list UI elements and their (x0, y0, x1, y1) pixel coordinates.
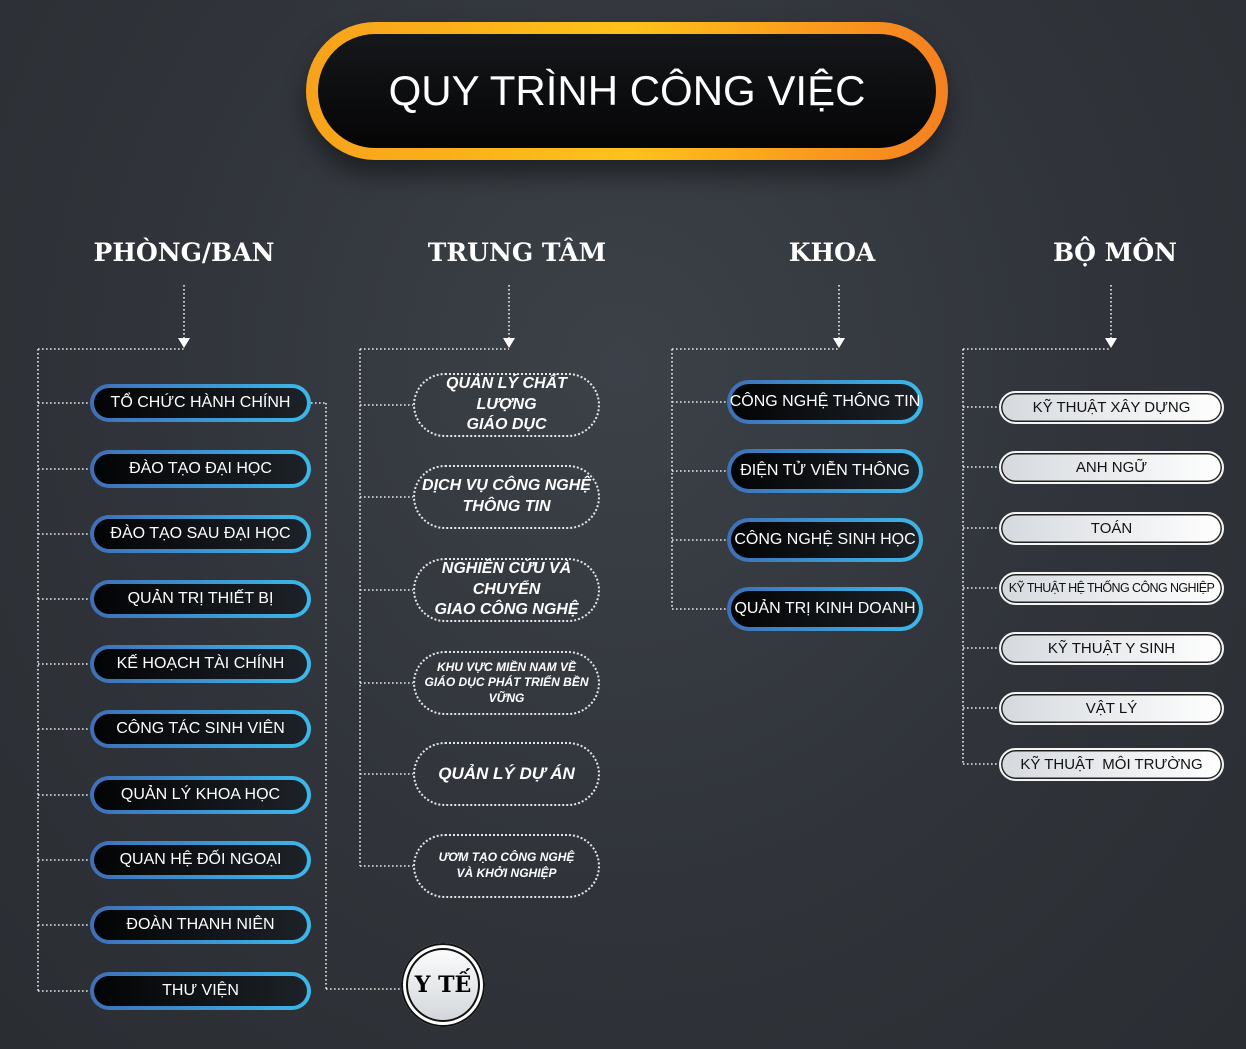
bo-mon-item[interactable]: ANH NGỮ (999, 450, 1224, 484)
phong-ban-item[interactable]: TỔ CHỨC HÀNH CHÍNH (90, 384, 311, 422)
trung-tam-item[interactable]: NGHIÊN CỨU VÀ CHUYỂN GIAO CÔNG NGHỆ (413, 558, 600, 622)
item-label: QUAN HỆ ĐỐI NGOẠI (94, 845, 307, 875)
item-label: KỸ THUẬT HỆ THỐNG CÔNG NGHIỆP (1008, 581, 1215, 595)
page-title: QUY TRÌNH CÔNG VIỆC (318, 34, 936, 148)
bo-mon-item[interactable]: KỸ THUẬT XÂY DỰNG (999, 390, 1224, 424)
trung-tam-item[interactable]: QUẢN LÝ DỰ ÁN (413, 742, 600, 806)
item-label-line: NGHIÊN CỨU VÀ CHUYỂN (441, 559, 572, 598)
arrow-down-icon (503, 338, 515, 348)
item-label: CÔNG NGHỆ SINH HỌC (731, 522, 919, 558)
item-label: KỸ THUẬT XÂY DỰNG (1032, 398, 1191, 416)
trung-tam-item[interactable]: QUẢN LÝ CHẤT LƯỢNG GIÁO DỤC (413, 373, 600, 437)
item-label-line: QUẢN LÝ DỰ ÁN (438, 763, 575, 783)
item-label: QUẢN TRỊ THIẾT BỊ (94, 584, 307, 614)
item-label: ĐIỆN TỬ VIỄN THÔNG (731, 453, 919, 489)
item-label: ĐÀO TẠO SAU ĐẠI HỌC (94, 519, 307, 549)
phong-ban-item[interactable]: QUẢN TRỊ THIẾT BỊ (90, 580, 311, 618)
phong-ban-item[interactable]: CÔNG TÁC SINH VIÊN (90, 710, 311, 748)
item-label: ĐÀO TẠO ĐẠI HỌC (94, 454, 307, 484)
item-label: VẬT LÝ (1085, 699, 1138, 717)
khoa-item[interactable]: ĐIỆN TỬ VIỄN THÔNG (727, 449, 923, 493)
khoa-item[interactable]: QUẢN TRỊ KINH DOANH (727, 587, 923, 631)
node-y-te[interactable]: Y TẾ (401, 943, 485, 1027)
item-label-line: DỊCH VỤ CÔNG NGHỆ (422, 477, 591, 495)
item-label: QUẢN LÝ CHẤT LƯỢNG GIÁO DỤC (415, 374, 598, 436)
item-label-line: GIÁO DỤC (466, 416, 547, 434)
arrow-down-icon (833, 338, 845, 348)
header-bo-mon: BỘ MÔN (1053, 238, 1177, 267)
phong-ban-item[interactable]: KẾ HOẠCH TÀI CHÍNH (90, 645, 311, 683)
bo-mon-item[interactable]: KỸ THUẬT MÔI TRƯỜNG (999, 747, 1224, 781)
phong-ban-item[interactable]: QUẢN LÝ KHOA HỌC (90, 776, 311, 814)
item-label-line: KHU VỰC MIỀN NAM VỀ (436, 659, 577, 674)
item-label: QUẢN LÝ DỰ ÁN (438, 763, 575, 785)
phong-ban-item[interactable]: QUAN HỆ ĐỐI NGOẠI (90, 841, 311, 879)
item-label: CÔNG NGHỆ THÔNG TIN (730, 384, 920, 420)
title-banner: QUY TRÌNH CÔNG VIỆC (306, 22, 948, 160)
item-label-line: QUẢN LÝ CHẤT LƯỢNG (446, 374, 567, 413)
phong-ban-item[interactable]: THƯ VIỆN (90, 972, 311, 1010)
item-label: NGHIÊN CỨU VÀ CHUYỂN GIAO CÔNG NGHỆ (415, 559, 598, 621)
phong-ban-item[interactable]: ĐOÀN THANH NIÊN (90, 906, 311, 944)
item-label-line: GIÁO DỤC PHÁT TRIỂN BỀN VỮNG (424, 675, 589, 705)
header-phong-ban: PHÒNG/BAN (93, 238, 275, 267)
item-label: KỸ THUẬT Y SINH (1047, 639, 1176, 657)
item-label: ANH NGỮ (1075, 458, 1148, 476)
item-label-line: THÔNG TIN (462, 498, 551, 515)
arrow-down-icon (1105, 338, 1117, 348)
item-label: TOÁN (1090, 519, 1133, 537)
bo-mon-item[interactable]: TOÁN (999, 511, 1224, 545)
bo-mon-item[interactable]: KỸ THUẬT HỆ THỐNG CÔNG NGHIỆP (999, 571, 1224, 605)
khoa-item[interactable]: CÔNG NGHỆ THÔNG TIN (727, 380, 923, 424)
bo-mon-item[interactable]: VẬT LÝ (999, 691, 1224, 725)
phong-ban-item[interactable]: ĐÀO TẠO ĐẠI HỌC (90, 450, 311, 488)
item-label: CÔNG TÁC SINH VIÊN (94, 714, 307, 744)
phong-ban-item[interactable]: ĐÀO TẠO SAU ĐẠI HỌC (90, 515, 311, 553)
item-label-line: ƯƠM TẠO CÔNG NGHỆ (438, 850, 575, 865)
trung-tam-item[interactable]: DỊCH VỤ CÔNG NGHỆ THÔNG TIN (413, 465, 600, 529)
item-label: TỔ CHỨC HÀNH CHÍNH (94, 388, 307, 418)
khoa-item[interactable]: CÔNG NGHỆ SINH HỌC (727, 518, 923, 562)
item-label: THƯ VIỆN (94, 976, 307, 1006)
item-label-line: VÀ KHỞI NGHIỆP (456, 866, 557, 880)
item-label: QUẢN TRỊ KINH DOANH (731, 591, 919, 627)
item-label: DỊCH VỤ CÔNG NGHỆ THÔNG TIN (422, 476, 591, 518)
item-label: QUẢN LÝ KHOA HỌC (94, 780, 307, 810)
item-label: ĐOÀN THANH NIÊN (94, 910, 307, 940)
item-label-line: GIAO CÔNG NGHỆ (434, 601, 579, 619)
item-label: KẾ HOẠCH TÀI CHÍNH (94, 649, 307, 679)
header-trung-tam: TRUNG TÂM (427, 238, 607, 267)
item-label: KỸ THUẬT MÔI TRƯỜNG (1020, 755, 1203, 773)
header-khoa: KHOA (788, 238, 876, 267)
bo-mon-item[interactable]: KỸ THUẬT Y SINH (999, 631, 1224, 665)
arrow-down-icon (178, 338, 190, 348)
